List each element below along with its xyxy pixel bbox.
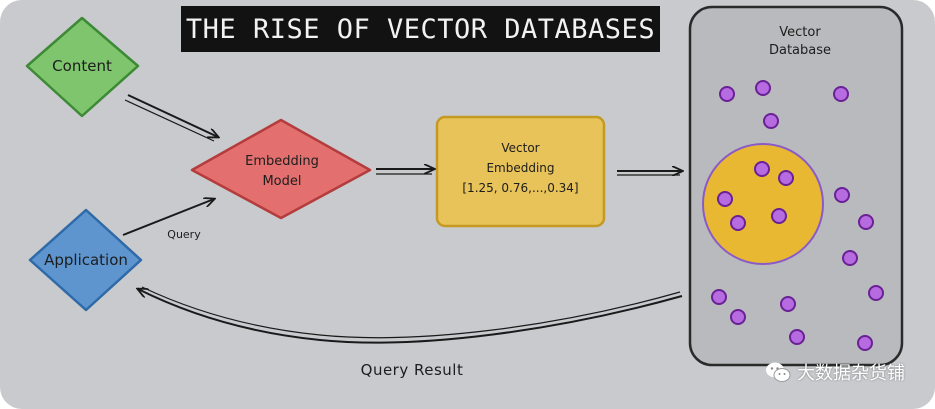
query-result-edge-label: Query Result — [360, 361, 464, 379]
vector-point — [755, 80, 771, 96]
vector-embedding-label-line2: Embedding — [486, 161, 555, 175]
vector-point — [842, 250, 858, 266]
vector-point — [868, 285, 884, 301]
vector-point — [778, 170, 794, 186]
vector-point — [730, 309, 746, 325]
vector-point — [834, 187, 850, 203]
arrow-application-to-embedding — [122, 199, 214, 236]
arrow-query-result — [138, 289, 683, 344]
wechat-icon — [766, 362, 791, 382]
watermark-text: 大数据杂货铺 — [797, 363, 905, 384]
vector-embedding-values: [1.25, 0.76,...,0.34] — [462, 181, 579, 195]
vector-point — [833, 86, 849, 102]
vector-point — [771, 208, 787, 224]
vector-database-label-line2: Database — [768, 43, 832, 58]
vector-point — [754, 161, 770, 177]
content-node-shape — [25, 16, 140, 118]
vector-point — [711, 289, 727, 305]
vector-point — [719, 86, 735, 102]
arrow-query-result-stroke — [141, 286, 681, 339]
arrow-content-to-embedding-stroke — [124, 99, 215, 142]
page-title: THE RISE OF VECTOR DATABASES — [181, 6, 660, 52]
application-node-label: Application — [44, 251, 128, 269]
application-node-shape — [28, 208, 143, 312]
vector-database-label-line1: Vector — [779, 25, 821, 40]
vector-point — [789, 329, 805, 345]
embedding-model-node-shape — [190, 118, 372, 220]
vector-embedding-box — [435, 115, 606, 228]
vector-embedding-label-line1: Vector — [501, 141, 540, 155]
query-edge-label: Query — [167, 228, 201, 241]
vector-point — [763, 113, 779, 129]
vector-point — [858, 214, 874, 230]
embedding-model-label-line1: Embedding — [245, 154, 319, 169]
arrow-content-to-embedding — [127, 94, 218, 137]
similarity-cluster — [702, 143, 824, 265]
vector-point — [730, 215, 746, 231]
embedding-model-label-line2: Model — [262, 174, 302, 189]
vector-points — [711, 80, 884, 351]
vector-point — [857, 335, 873, 351]
vector-point — [717, 191, 733, 207]
vector-point — [780, 296, 796, 312]
watermark: 大数据杂货铺 — [765, 359, 905, 385]
content-node-label: Content — [52, 57, 112, 75]
